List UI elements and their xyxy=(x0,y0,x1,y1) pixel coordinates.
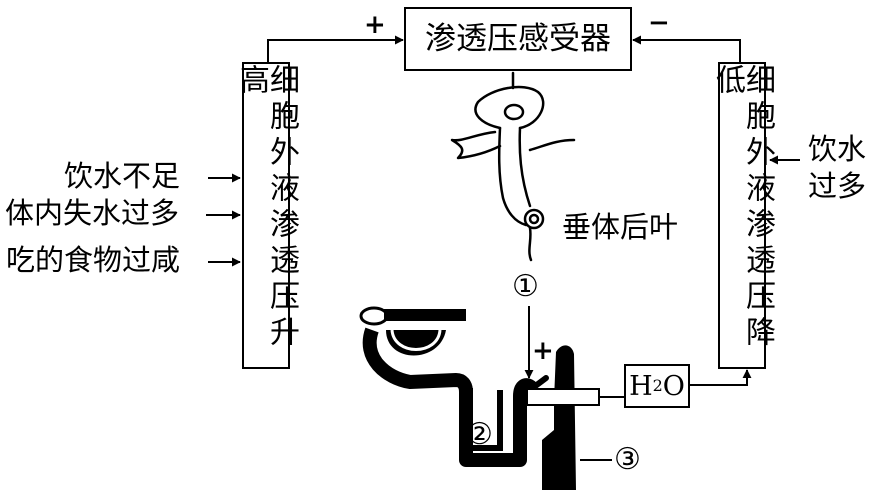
arrow-left-to-receptor xyxy=(267,35,404,62)
osmoreceptor-box: 渗透压感受器 xyxy=(404,7,632,71)
cause-insufficient-water: 饮水不足 xyxy=(64,159,181,193)
collecting-duct xyxy=(526,345,600,490)
osmolarity-decrease-box: 细胞外液渗透压降低 xyxy=(710,62,775,369)
positive-feedback-sign: + xyxy=(364,10,386,40)
marker-2: ② xyxy=(466,417,493,452)
duct-positive-sign: + xyxy=(532,336,554,366)
cause-water-loss: 体内失水过多 xyxy=(5,196,180,230)
posterior-pituitary-label: 垂体后叶 xyxy=(562,210,679,244)
cause-salty-food: 吃的食物过咸 xyxy=(6,243,181,277)
osmolarity-increase-box: 细胞外液渗透压升高 xyxy=(234,62,299,369)
negative-feedback-sign: − xyxy=(648,8,670,38)
osmoreceptor-label: 渗透压感受器 xyxy=(425,20,611,57)
arrow-water-to-right-box xyxy=(690,369,752,386)
osmolarity-increase-label: 细胞外液渗透压升高 xyxy=(234,64,299,352)
cause-drink-more-line1: 饮水 xyxy=(808,132,867,166)
osmolarity-decrease-label: 细胞外液渗透压降低 xyxy=(710,64,775,352)
nephron-sketch xyxy=(359,306,549,467)
hypothalamus-pituitary-sketch xyxy=(450,71,576,262)
marker-3: ③ xyxy=(614,442,641,477)
arrow-right-to-receptor xyxy=(632,35,741,62)
cause-drink-more-line2: 过多 xyxy=(808,169,867,203)
marker-1: ① xyxy=(512,269,539,304)
